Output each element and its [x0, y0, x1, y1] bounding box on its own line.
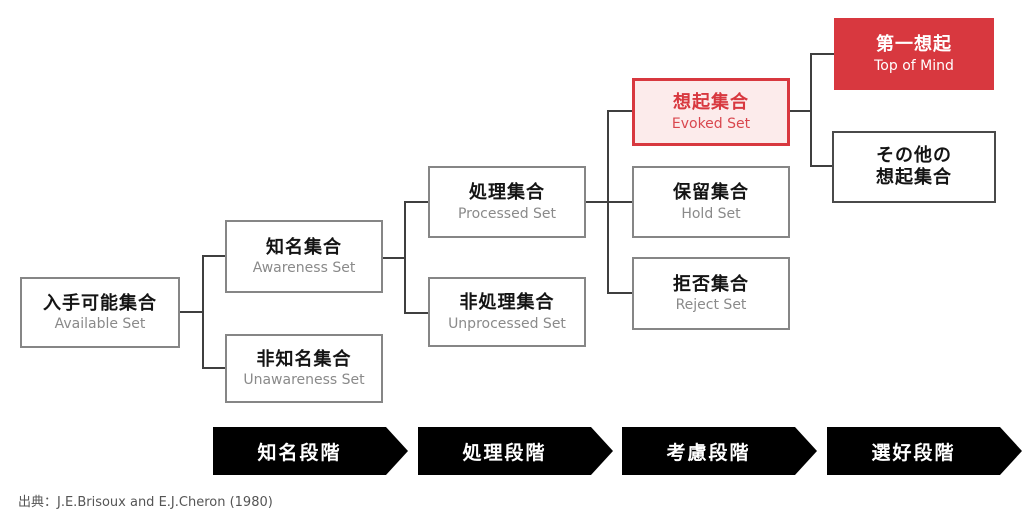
stage-arrow-processing: 処理段階 — [418, 427, 613, 475]
box-title: 想起集合 — [673, 92, 749, 114]
connector-line — [586, 201, 632, 203]
connector-line — [383, 257, 405, 259]
box-unawareness-set: 非知名集合 Unawareness Set — [225, 334, 383, 403]
connector-line — [607, 110, 609, 294]
connector-line — [810, 165, 832, 167]
box-title: 処理集合 — [469, 182, 545, 204]
stage-arrow-awareness: 知名段階 — [213, 427, 408, 475]
box-awareness-set: 知名集合 Awareness Set — [225, 220, 383, 293]
stage-label: 知名段階 — [257, 441, 342, 464]
box-subtitle: Reject Set — [675, 297, 747, 314]
box-title: 非知名集合 — [256, 348, 352, 370]
connector-line — [404, 201, 428, 203]
box-subtitle: Unawareness Set — [243, 372, 365, 389]
stage-label: 選好段階 — [871, 441, 956, 464]
box-subtitle: Unprocessed Set — [448, 315, 566, 332]
box-hold-set: 保留集合 Hold Set — [632, 166, 790, 238]
box-processed-set: 処理集合 Processed Set — [428, 166, 586, 238]
connector-line — [202, 255, 225, 257]
stage-label: 処理段階 — [462, 441, 547, 464]
box-subtitle: Hold Set — [681, 205, 741, 222]
connector-line — [202, 367, 225, 369]
box-subtitle: Awareness Set — [252, 260, 356, 277]
connector-line — [404, 312, 428, 314]
connector-line — [202, 255, 204, 369]
box-other-evoked-set: その他の 想起集合 — [832, 131, 996, 203]
box-title: 入手可能集合 — [43, 292, 157, 314]
connector-line — [790, 110, 811, 112]
connector-line — [404, 201, 406, 314]
box-title: 知名集合 — [266, 236, 342, 258]
box-top-of-mind: 第一想起 Top of Mind — [834, 18, 994, 90]
box-subtitle: Top of Mind — [874, 57, 954, 74]
connector-line — [607, 292, 632, 294]
source-citation: 出典：J.E.Brisoux and E.J.Cheron (1980) — [18, 495, 273, 510]
stage-arrow-consideration: 考慮段階 — [622, 427, 817, 475]
box-unprocessed-set: 非処理集合 Unprocessed Set — [428, 277, 586, 347]
box-title: 拒否集合 — [673, 273, 749, 295]
box-title-line2: 想起集合 — [876, 167, 952, 188]
box-reject-set: 拒否集合 Reject Set — [632, 257, 790, 330]
connector-line — [810, 53, 834, 55]
box-title: 保留集合 — [673, 182, 749, 204]
box-title: 非処理集合 — [459, 292, 555, 314]
stage-label: 考慮段階 — [666, 441, 751, 464]
box-title: 第一想起 — [876, 34, 952, 56]
box-evoked-set: 想起集合 Evoked Set — [632, 78, 790, 146]
box-subtitle: Processed Set — [457, 205, 557, 222]
box-title-line1: その他の — [876, 144, 952, 166]
box-subtitle: Available Set — [54, 316, 146, 333]
connector-line — [810, 53, 812, 167]
box-available-set: 入手可能集合 Available Set — [20, 277, 180, 348]
box-subtitle: Evoked Set — [671, 115, 751, 132]
stage-arrow-preference: 選好段階 — [827, 427, 1022, 475]
connector-line — [607, 110, 632, 112]
connector-line — [180, 311, 203, 313]
